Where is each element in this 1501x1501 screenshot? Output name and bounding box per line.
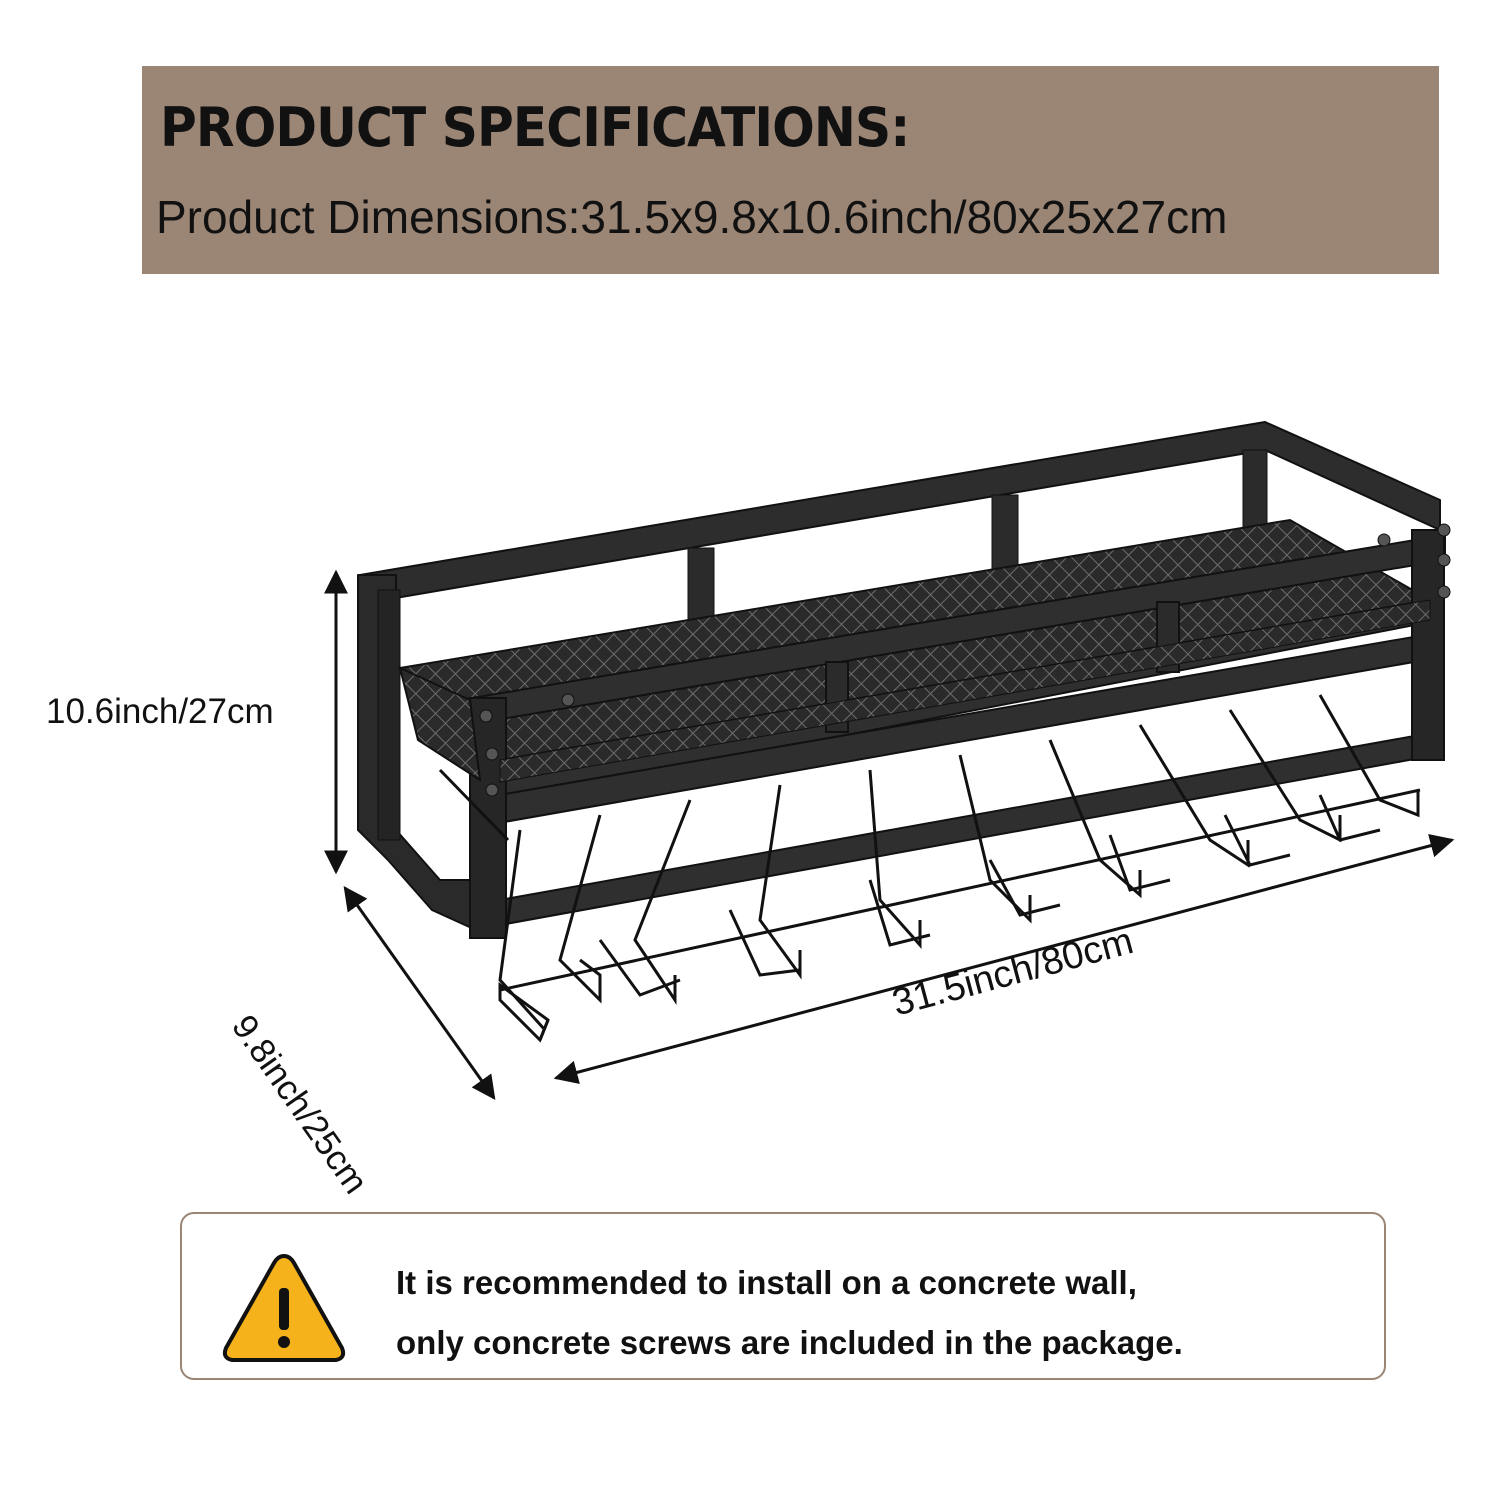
frame-bolts	[479, 523, 1451, 797]
glass-hanger-rails	[438, 694, 1421, 1043]
header-title: PRODUCT SPECIFICATIONS:	[160, 96, 910, 159]
lower-mesh-shelf	[398, 666, 482, 783]
notice-line-2: only concrete screws are included in the…	[396, 1324, 1183, 1361]
depth-arrow	[343, 886, 496, 1100]
header-subtitle: Product Dimensions:31.5x9.8x10.6inch/80x…	[156, 191, 1228, 243]
notice-line-1: It is recommended to install on a concre…	[396, 1264, 1137, 1301]
lower-mesh-band	[499, 599, 1431, 783]
height-label: 10.6inch/27cm	[46, 692, 274, 731]
wine-rack-illustration	[324, 421, 1455, 1100]
warning-icon	[222, 1254, 346, 1362]
specifications-header: PRODUCT SPECIFICATIONS: Product Dimensio…	[142, 66, 1439, 274]
installation-notice: It is recommended to install on a concre…	[180, 1212, 1386, 1380]
width-arrow	[553, 833, 1455, 1085]
product-figure: 10.6inch/27cm 9.8inch/25cm 31.5inch/80cm	[0, 300, 1501, 1201]
